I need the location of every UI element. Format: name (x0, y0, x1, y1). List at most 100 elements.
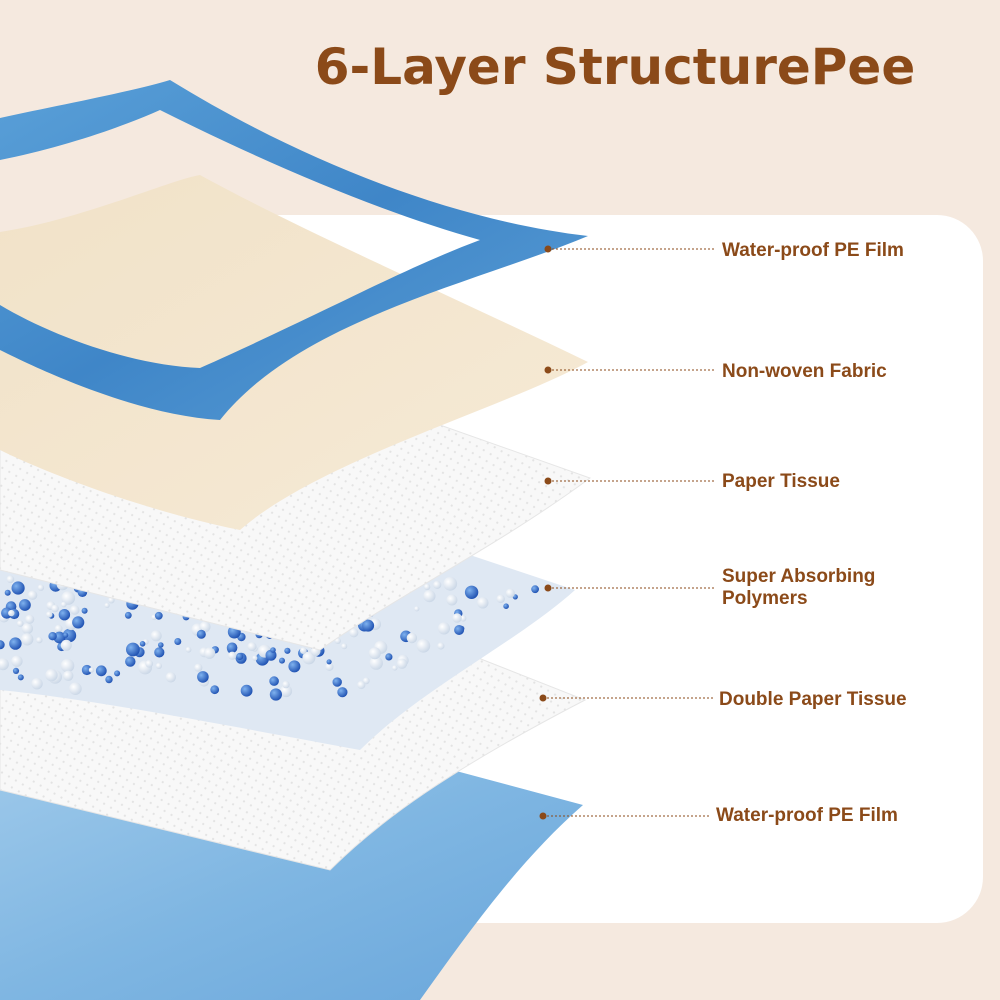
polymer-bead (325, 662, 334, 672)
polymer-bead (11, 581, 25, 595)
polymer-bead (423, 590, 436, 603)
polymer-bead (31, 678, 43, 690)
polymer-bead (197, 671, 209, 683)
polymer-bead (396, 658, 408, 669)
polymer-bead (326, 659, 332, 665)
polymer-bead (282, 680, 290, 689)
leader-lines (543, 248, 716, 817)
pe-film-top-layer (0, 80, 588, 420)
polymer-bead (69, 682, 82, 695)
polymer-bead (433, 580, 442, 590)
polymer-bead (269, 676, 279, 686)
polymer-bead (95, 665, 107, 677)
polymer-bead (61, 601, 67, 608)
polymer-bead (60, 658, 75, 673)
polymer-bead (236, 652, 244, 661)
page-title: 6-Layer StructurePee (314, 38, 916, 96)
polymer-bead (54, 624, 63, 633)
polymer-bead (414, 606, 420, 612)
polymer-bead (62, 628, 77, 643)
polymer-bead (114, 670, 121, 677)
polymer-bead (288, 660, 301, 673)
polymer-bead (362, 677, 370, 685)
polymer-bead (196, 629, 206, 639)
polymer-bead (240, 684, 253, 697)
polymer-bead (21, 623, 33, 635)
polymer-bead (300, 647, 307, 654)
polymer-bead (154, 611, 163, 620)
polymer-bead (284, 647, 291, 654)
label-super-absorbing-polymers: Super Absorbing Polymers (722, 566, 876, 609)
polymer-bead (58, 609, 71, 621)
polymer-bead (46, 611, 53, 618)
polymer-bead (19, 599, 31, 611)
polymer-bead (36, 636, 43, 644)
polymer-bead (280, 685, 293, 698)
polymer-bead (104, 602, 110, 609)
polymer-bead (392, 665, 398, 671)
polymer-bead (349, 628, 359, 638)
polymer-bead (185, 646, 192, 653)
polymer-bead (72, 616, 85, 629)
polymer-bead (1, 607, 13, 619)
polymer-bead (150, 630, 162, 642)
polymer-bead (37, 584, 45, 591)
polymer-bead (69, 605, 80, 615)
polymer-bead (81, 664, 92, 676)
polymer-bead (369, 656, 383, 670)
polymer-bead (4, 589, 11, 596)
polymer-bead (48, 632, 57, 641)
polymer-bead (81, 607, 88, 614)
polymer-bead (464, 585, 479, 599)
polymer-bead (454, 625, 465, 635)
polymer-bead (17, 674, 24, 681)
polymer-bead (0, 640, 5, 650)
polymer-bead (203, 647, 216, 659)
polymer-bead (247, 642, 257, 652)
polymer-bead (437, 642, 445, 650)
polymer-bead (158, 642, 164, 648)
polymer-bead (341, 643, 348, 650)
polymer-bead (88, 667, 95, 673)
polymer-bead (174, 638, 182, 645)
label-double-paper-tissue: Double Paper Tissue (719, 689, 907, 710)
polymer-bead (0, 658, 9, 671)
polymer-bead (194, 663, 203, 672)
polymer-bead (228, 651, 237, 660)
polymer-bead (437, 622, 451, 635)
polymer-bead (368, 647, 381, 660)
polymer-bead (12, 667, 20, 675)
polymer-bead (496, 594, 505, 604)
label-paper-tissue: Paper Tissue (722, 471, 840, 492)
polymer-bead (446, 594, 458, 606)
label-non-woven-fabric: Non-woven Fabric (722, 361, 887, 382)
polymer-bead (51, 604, 59, 613)
polymer-bead (8, 609, 15, 617)
polymer-bead (165, 672, 176, 683)
polymer-bead (505, 588, 515, 598)
polymer-bead (105, 675, 113, 684)
polymer-bead (139, 641, 146, 647)
polymer-bead (155, 662, 162, 670)
polymer-bead (60, 639, 72, 651)
polymer-bead (6, 575, 15, 584)
polymer-bead (45, 668, 58, 682)
polymer-bead (362, 619, 375, 632)
polymer-bead (443, 576, 458, 591)
polymer-bead (154, 647, 165, 658)
polymer-bead (337, 687, 348, 698)
polymer-bead (269, 688, 282, 701)
label-water-proof-pe-film-bottom: Water-proof PE Film (716, 805, 898, 826)
polymer-bead (279, 657, 285, 664)
polymer-bead (199, 621, 211, 633)
polymer-bead (61, 591, 76, 605)
polymer-bead (452, 613, 462, 623)
polymer-bead (25, 614, 35, 624)
polymer-bead (16, 620, 24, 627)
polymer-bead (145, 659, 154, 668)
polymer-bead (62, 670, 74, 681)
polymer-bead (503, 603, 509, 609)
polymer-bead (9, 637, 22, 650)
polymer-bead (270, 647, 276, 653)
label-water-proof-pe-film-top: Water-proof PE Film (722, 240, 904, 261)
